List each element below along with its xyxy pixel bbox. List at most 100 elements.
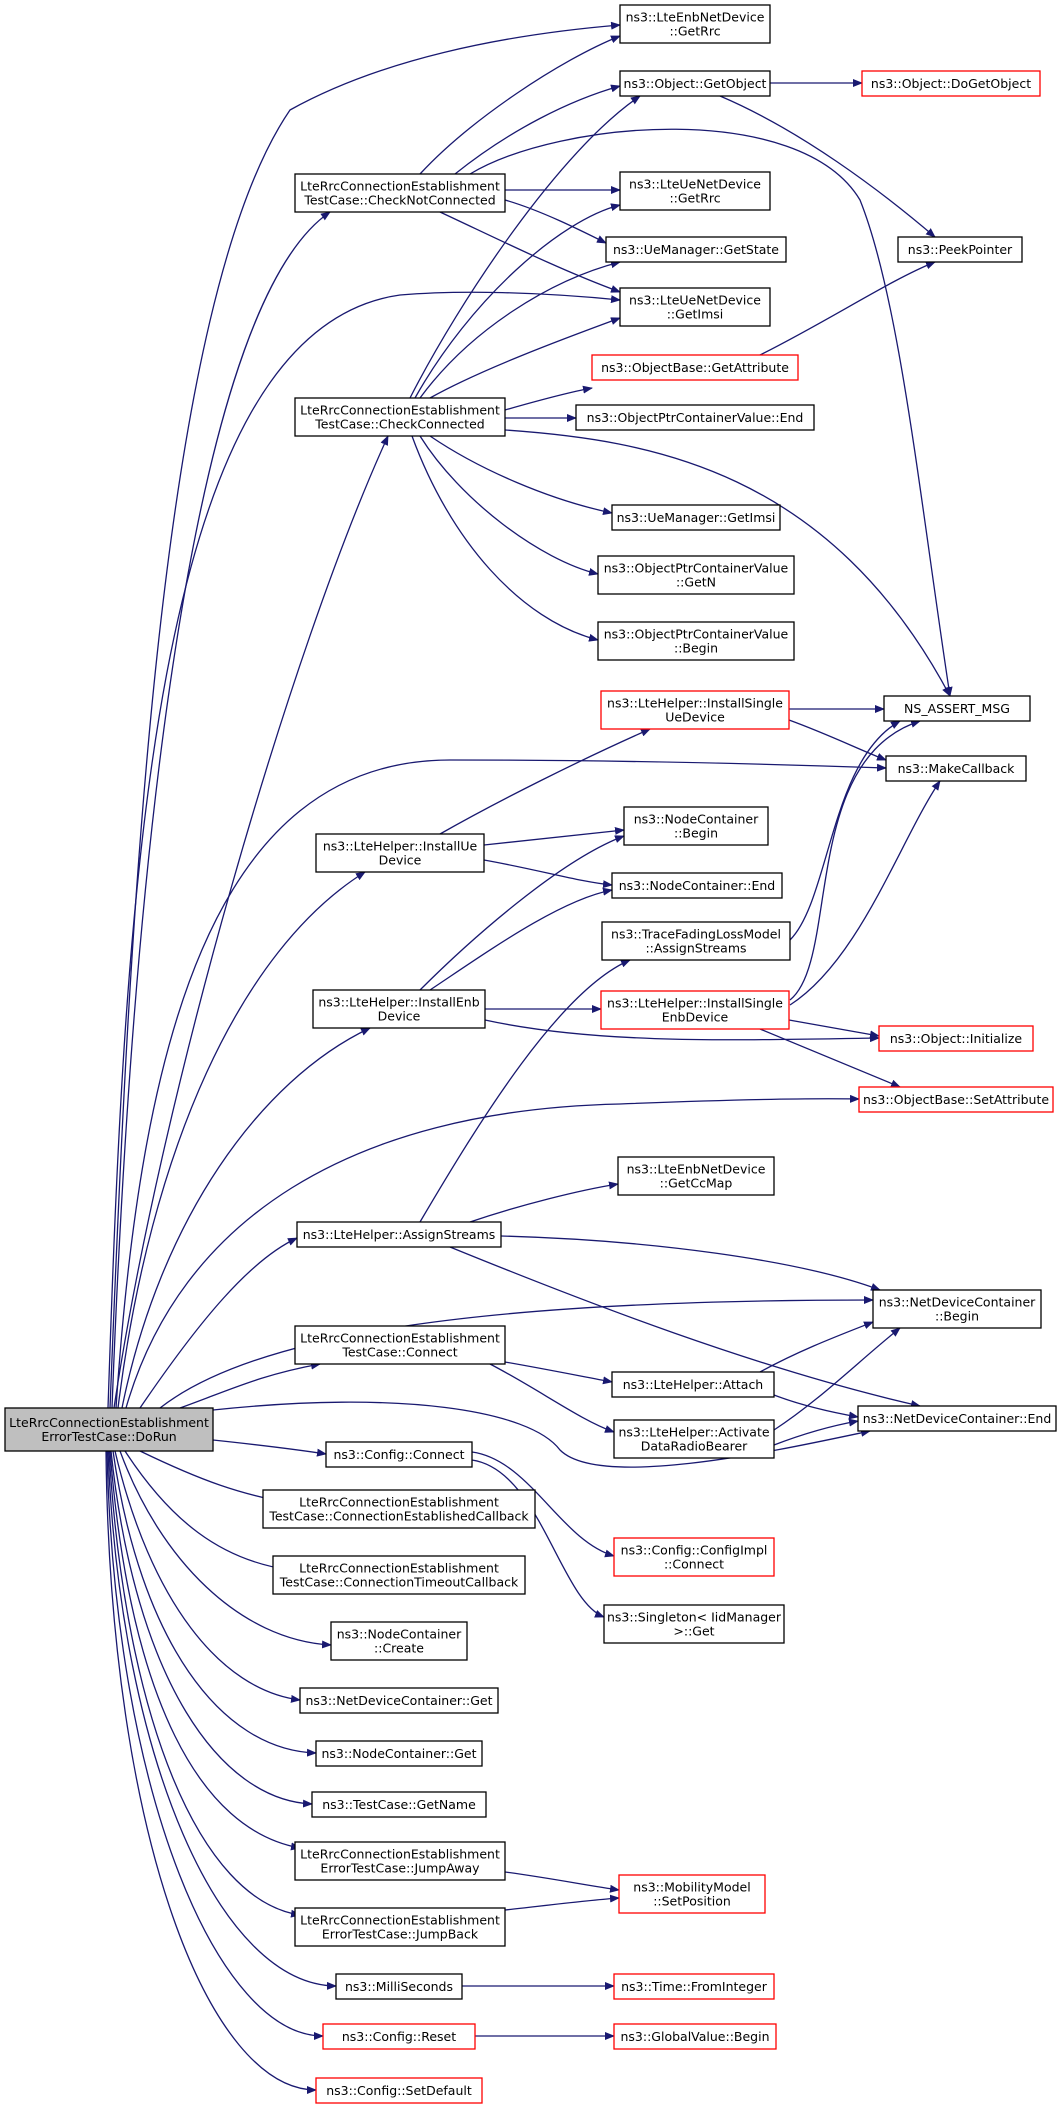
node-label: ns3::LteEnbNetDevice xyxy=(627,1162,766,1177)
node-box xyxy=(262,1489,536,1529)
node-peekpointer[interactable]: ns3::PeekPointer xyxy=(897,236,1023,263)
node-attach[interactable]: ns3::LteHelper::Attach xyxy=(611,1371,775,1398)
node-label: ns3::TestCase::GetName xyxy=(322,1797,476,1812)
edge-dorun-to-tcconnect xyxy=(179,1361,321,1409)
edge-line xyxy=(484,1019,880,1043)
node-label: ns3::UeManager::GetImsi xyxy=(617,510,776,525)
node-ndcend[interactable]: ns3::NetDeviceContainer::End xyxy=(857,1405,1057,1432)
node-box xyxy=(322,2023,476,2050)
edge-line xyxy=(419,835,625,991)
node-makecallback[interactable]: ns3::MakeCallback xyxy=(885,755,1027,782)
node-ncbegin[interactable]: ns3::NodeContainer::Begin xyxy=(623,806,769,846)
node-label: ::GetRrc xyxy=(669,191,720,206)
node-dorun[interactable]: LteRrcConnectionEstablishmentErrorTestCa… xyxy=(4,1407,214,1452)
node-enbgetccmap[interactable]: ns3::LteEnbNetDevice::GetCcMap xyxy=(617,1156,775,1196)
node-box xyxy=(878,1025,1034,1052)
edge-line xyxy=(179,1361,321,1409)
edge-line xyxy=(429,317,621,399)
edge-installsingleenb-to-nsassert xyxy=(789,719,921,1001)
node-setpos[interactable]: ns3::MobilityModel::SetPosition xyxy=(618,1874,766,1914)
edge-line xyxy=(504,199,607,244)
node-gvbegin[interactable]: ns3::GlobalValue::Begin xyxy=(613,2023,777,2050)
node-label: LteRrcConnectionEstablishment xyxy=(299,1561,499,1576)
edge-line xyxy=(411,435,599,642)
edge-line xyxy=(106,1450,324,2040)
node-cfgconnect[interactable]: ns3::Config::Connect xyxy=(325,1441,473,1468)
node-box xyxy=(611,1371,775,1398)
node-label: TestCase::ConnectionTimeoutCallback xyxy=(279,1575,519,1590)
node-enbgetrrc[interactable]: ns3::LteEnbNetDevice::GetRrc xyxy=(619,4,771,44)
edge-dorun-to-ndcbegin xyxy=(159,1296,874,1409)
node-box xyxy=(857,1405,1057,1432)
node-uegetrrc[interactable]: ns3::LteUeNetDevice::GetRrc xyxy=(619,171,771,211)
node-cfgsetdef[interactable]: ns3::Config::SetDefault xyxy=(315,2077,483,2104)
node-tflm[interactable]: ns3::TraceFadingLossModel::AssignStreams xyxy=(601,921,791,961)
node-opcvbegin[interactable]: ns3::ObjectPtrContainerValue::Begin xyxy=(597,621,795,661)
node-checkconn[interactable]: LteRrcConnectionEstablishmentTestCase::C… xyxy=(294,397,506,437)
node-opcvgetn[interactable]: ns3::ObjectPtrContainerValue::GetN xyxy=(597,555,795,595)
node-label: ns3::ObjectPtrContainerValue::End xyxy=(587,410,804,425)
node-millis[interactable]: ns3::MilliSeconds xyxy=(335,1973,463,2000)
node-label: ns3::NodeContainer::End xyxy=(619,878,775,893)
edge-line xyxy=(112,1450,317,1757)
node-label: TestCase::CheckConnected xyxy=(314,417,484,432)
node-assign[interactable]: ns3::LteHelper::AssignStreams xyxy=(296,1221,502,1248)
edge-dorun-to-jumpaway xyxy=(109,1450,301,1851)
node-box xyxy=(883,695,1031,722)
node-ndcbegin[interactable]: ns3::NetDeviceContainer::Begin xyxy=(872,1289,1042,1329)
node-getobject[interactable]: ns3::Object::GetObject xyxy=(619,70,771,97)
edge-dorun-to-ncget xyxy=(112,1450,317,1757)
edge-line xyxy=(504,385,593,411)
node-cfgimplconnect[interactable]: ns3::Config::ConfigImpl::Connect xyxy=(613,1537,775,1577)
node-box xyxy=(575,404,815,431)
edge-checknot-to-uemgetstate xyxy=(504,199,607,244)
node-ncend[interactable]: ns3::NodeContainer::End xyxy=(611,872,783,899)
edge-tcconnect-to-attach xyxy=(504,1361,613,1385)
edge-line xyxy=(109,21,621,1409)
node-box xyxy=(311,1791,487,1818)
node-label: ns3::LteUeNetDevice xyxy=(629,177,761,192)
node-uemgetstate[interactable]: ns3::UeManager::GetState xyxy=(605,236,787,263)
edge-line xyxy=(789,719,921,1001)
edge-line xyxy=(107,291,621,1409)
edge-line xyxy=(109,1450,301,1851)
node-uegetimsi[interactable]: ns3::LteUeNetDevice::GetImsi xyxy=(619,287,771,327)
node-cfgreset[interactable]: ns3::Config::Reset xyxy=(322,2023,476,2050)
node-nsassert[interactable]: NS_ASSERT_MSG xyxy=(883,695,1031,722)
node-conntocb[interactable]: LteRrcConnectionEstablishmentTestCase::C… xyxy=(272,1555,526,1595)
node-jumpback[interactable]: LteRrcConnectionEstablishmentErrorTestCa… xyxy=(294,1907,506,1947)
node-label: Device xyxy=(379,853,422,868)
node-checknot[interactable]: LteRrcConnectionEstablishmentTestCase::C… xyxy=(294,173,506,213)
edge-installenb-to-objinit xyxy=(484,1019,880,1043)
node-connestcb[interactable]: LteRrcConnectionEstablishmentTestCase::C… xyxy=(262,1489,536,1529)
node-getattr[interactable]: ns3::ObjectBase::GetAttribute xyxy=(591,354,799,381)
edge-dorun-to-conntocb xyxy=(124,1450,291,1573)
edge-installue-to-ncbegin xyxy=(483,826,625,846)
node-objinit[interactable]: ns3::Object::Initialize xyxy=(878,1025,1034,1052)
node-frominteger[interactable]: ns3::Time::FromInteger xyxy=(613,1973,775,2000)
node-ndcget[interactable]: ns3::NetDeviceContainer::Get xyxy=(299,1687,499,1714)
node-tcconnect[interactable]: LteRrcConnectionEstablishmentTestCase::C… xyxy=(294,1325,506,1365)
node-box xyxy=(600,690,790,730)
node-opcvend[interactable]: ns3::ObjectPtrContainerValue::End xyxy=(575,404,815,431)
node-ncget[interactable]: ns3::NodeContainer::Get xyxy=(315,1740,483,1767)
node-jumpaway[interactable]: LteRrcConnectionEstablishmentErrorTestCa… xyxy=(294,1841,506,1881)
edge-checkconn-to-uemgetstate xyxy=(419,260,621,399)
edge-jumpaway-to-setpos xyxy=(504,1871,620,1893)
node-nccreate[interactable]: ns3::NodeContainer::Create xyxy=(330,1621,468,1661)
edge-checkconn-to-opcvgetn xyxy=(419,435,599,576)
node-dogetobject[interactable]: ns3::Object::DoGetObject xyxy=(861,70,1041,97)
node-getname[interactable]: ns3::TestCase::GetName xyxy=(311,1791,487,1818)
edge-tcconnect-to-activate xyxy=(489,1363,615,1433)
node-setattr[interactable]: ns3::ObjectBase::SetAttribute xyxy=(858,1086,1054,1113)
edge-line xyxy=(107,1450,337,1990)
edge-line xyxy=(124,1450,291,1573)
node-box xyxy=(858,1086,1054,1113)
node-uemgetimsi[interactable]: ns3::UeManager::GetImsi xyxy=(611,504,781,531)
node-singleton[interactable]: ns3::Singleton< IidManager>::Get xyxy=(603,1604,785,1644)
